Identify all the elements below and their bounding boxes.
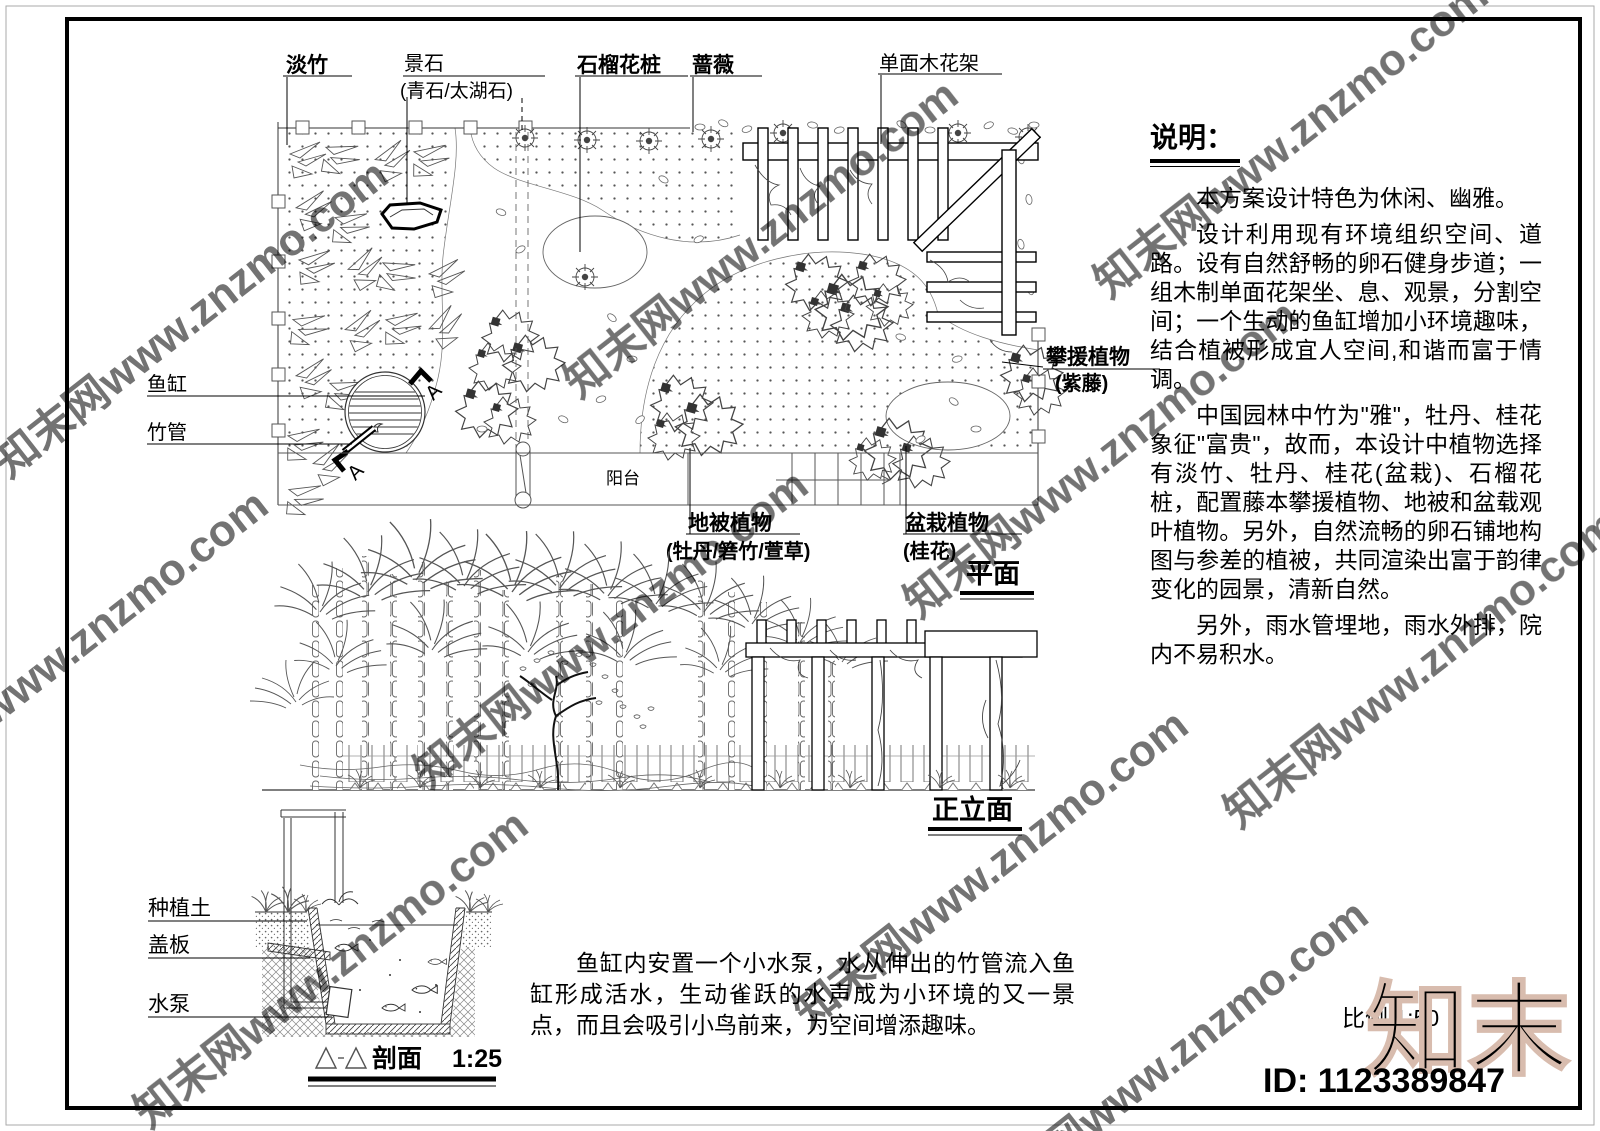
bubbles: [359, 939, 437, 1013]
outer-border: [5, 5, 1595, 1126]
label-rock: 景石: [404, 53, 444, 75]
trellis-plan: [742, 127, 1042, 336]
section-title-text: 剖面: [372, 1045, 422, 1073]
section-scale: 1:25: [452, 1045, 502, 1073]
soil-right: [462, 912, 492, 947]
notes-title: 说明：: [1150, 116, 1241, 167]
label-rose: 蔷薇: [692, 53, 734, 77]
water-jet: [321, 891, 359, 906]
pump-symbol: [325, 985, 353, 1019]
label-climber-sub: (紫藤): [1055, 372, 1108, 395]
section-letter-bottom: A: [343, 459, 368, 484]
plan-title: 平面: [966, 559, 1020, 589]
soil-left: [255, 912, 310, 947]
section-title-marker: [314, 1046, 338, 1069]
section-labels: 种植土 盖板 水泵: [148, 897, 211, 1016]
label-bamboo: 淡竹: [286, 53, 328, 77]
pump-pipes: [280, 809, 346, 1009]
drawing-frame: [65, 17, 1582, 1110]
balcony: [278, 452, 1038, 506]
notes-paragraph: 设计利用现有环境组织空间、道路。设有自然舒畅的卵石健身步道；一组木制单面花架坐、…: [1150, 221, 1542, 392]
label-pump: 水泵: [148, 993, 190, 1016]
label-cover: 盖板: [148, 934, 190, 957]
section-leaders: [148, 920, 332, 1018]
dashed-lines: [515, 132, 529, 448]
rain-downpipe: [514, 441, 532, 509]
trellis-elevation: [745, 619, 1038, 791]
trellis-vines: [769, 647, 1021, 788]
label-groundcover-sub: (牡丹/箬竹/萱草): [666, 539, 810, 563]
label-bamboo-pipe: 竹管: [147, 421, 187, 444]
notes-paragraph: 本方案设计特色为休闲、幽雅。: [1196, 185, 1518, 211]
label-pomegranate: 石榴花桩: [576, 53, 661, 77]
brand-logo: 知末: [1366, 974, 1570, 1088]
label-trellis: 单面木花架: [879, 52, 979, 75]
rock-symbol: [380, 201, 443, 231]
label-soil: 种植土: [148, 897, 211, 920]
section-title: 剖面 1:25: [308, 1045, 502, 1087]
section-view: [251, 809, 504, 1037]
post-markers: [271, 120, 1046, 444]
balcony-label: 阳台: [606, 469, 640, 488]
plan-view: A A 阳台: [271, 118, 1067, 523]
label-potted-sub: (桂花): [903, 539, 956, 563]
sheet-id: ID: 1123389847: [1263, 1062, 1505, 1100]
notes-paragraph: 中国园林中竹为"雅"，牡丹、桂花象征"富贵"，故而，本设计中植物选择有淡竹、牡丹…: [1150, 402, 1542, 602]
notes-block: 说明： 本方案设计特色为休闲、幽雅。 设计利用现有环境组织空间、道路。设有自然舒…: [1150, 116, 1542, 676]
sheet-scale: 比例 1:50: [1342, 1005, 1439, 1031]
undergrowth: [299, 762, 761, 791]
plan-leaders: [147, 73, 1160, 535]
label-rock-sub: (青石/太湖石): [400, 80, 513, 102]
label-potted: 盆栽植物: [905, 511, 989, 535]
notes-paragraph: 另外，雨水管埋地，雨水外排，院内不易积水。: [1150, 612, 1542, 667]
elevation-view: [249, 518, 1038, 791]
label-climber: 攀援植物: [1045, 345, 1130, 369]
picket-fence: [340, 745, 1035, 790]
caption-text: 鱼缸内安置一个小水泵，水从伸出的竹管流入鱼缸形成活水，生动雀跃的水声成为小环境的…: [530, 950, 1075, 1038]
elevation-title: 正立面: [932, 794, 1013, 825]
section-title-marker: [344, 1046, 368, 1069]
fish-tank-symbol: [341, 371, 426, 455]
label-fish-tank: 鱼缸: [147, 373, 187, 396]
plan-labels: 淡竹 景石 (青石/太湖石) 石榴花桩 蔷薇 单面木花架 攀援植物 (紫藤) 鱼…: [147, 52, 1130, 563]
label-groundcover: 地被植物: [688, 511, 772, 535]
cover-slab: [267, 942, 331, 961]
small-tree: [519, 650, 655, 791]
vine-scribbles: [754, 164, 1013, 353]
